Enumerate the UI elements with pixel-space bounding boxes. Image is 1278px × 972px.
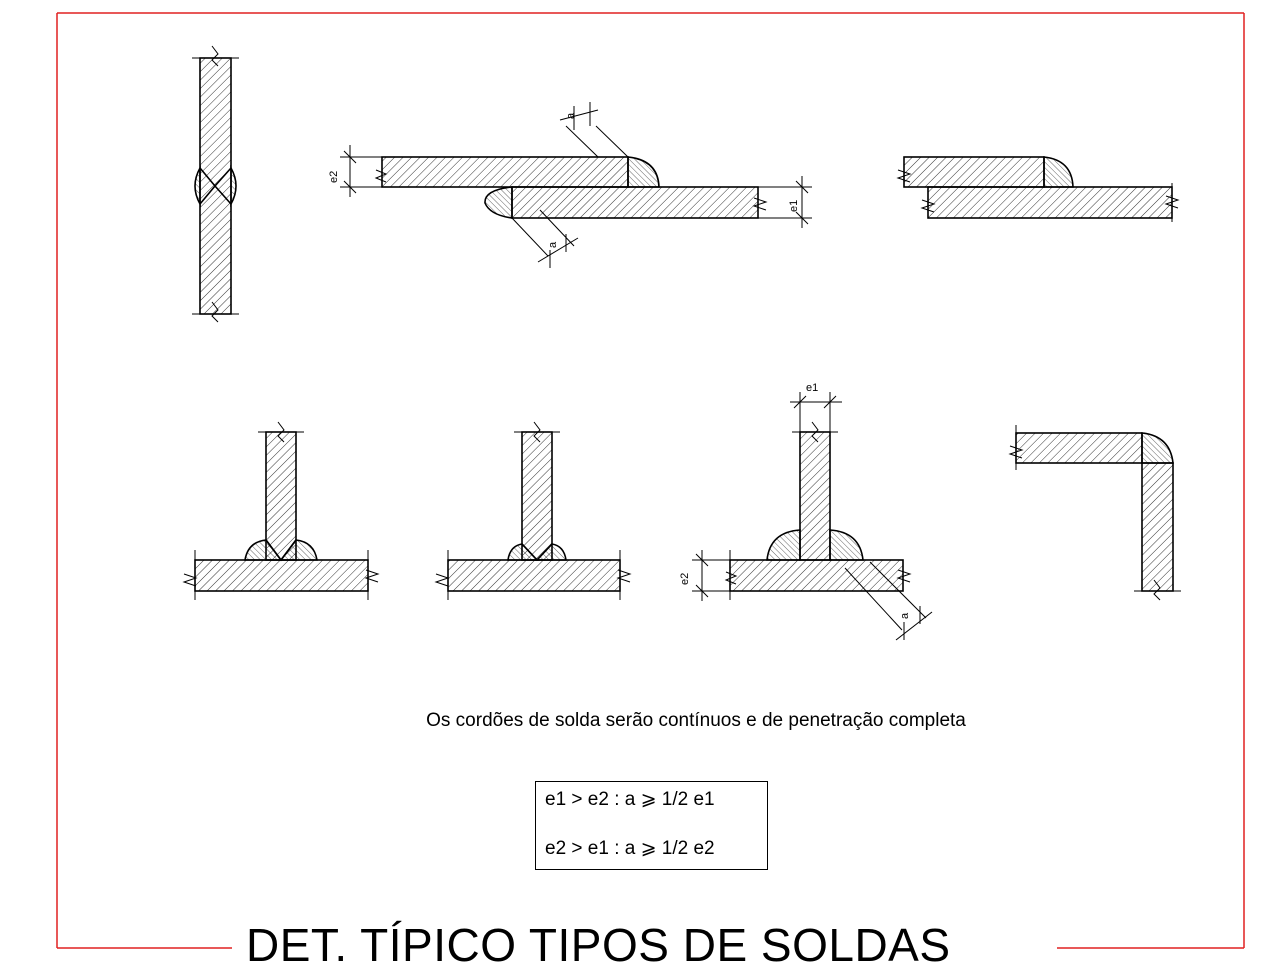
formula-line-1: e1 > e2 : a ⩾ 1/2 e1 xyxy=(545,789,715,810)
dim-label-a-t: a xyxy=(899,612,911,619)
corner-joint-detail xyxy=(1008,425,1181,601)
dim-label-e2-t: e2 xyxy=(679,573,691,585)
butt-weld-vertical-detail xyxy=(192,45,239,323)
t-joint-detail-2 xyxy=(434,421,632,600)
dim-label-a-lap-bottom: a xyxy=(547,241,559,248)
formula-line-2: e2 > e1 : a ⩾ 1/2 e2 xyxy=(545,838,715,859)
dim-label-e2-lap: e2 xyxy=(328,171,340,183)
dim-label-a-lap-top: a xyxy=(565,112,577,119)
t-joint-fillet-detail: e1 e2 a xyxy=(679,382,933,641)
dim-label-e1-lap: e1 xyxy=(788,200,800,212)
dim-label-e1-t: e1 xyxy=(806,382,818,394)
weld-note: Os cordões de solda serão contínuos e de… xyxy=(426,710,966,731)
lap-joint-detail: e2 e1 a a xyxy=(328,102,812,268)
t-joint-detail-1 xyxy=(182,421,380,600)
drawing-title: DET. TÍPICO TIPOS DE SOLDAS xyxy=(246,919,951,971)
formula-box: e1 > e2 : a ⩾ 1/2 e1 e2 > e1 : a ⩾ 1/2 e… xyxy=(535,781,768,870)
lap-joint-single-fillet-detail xyxy=(896,156,1180,222)
drawing-frame xyxy=(56,12,1245,949)
